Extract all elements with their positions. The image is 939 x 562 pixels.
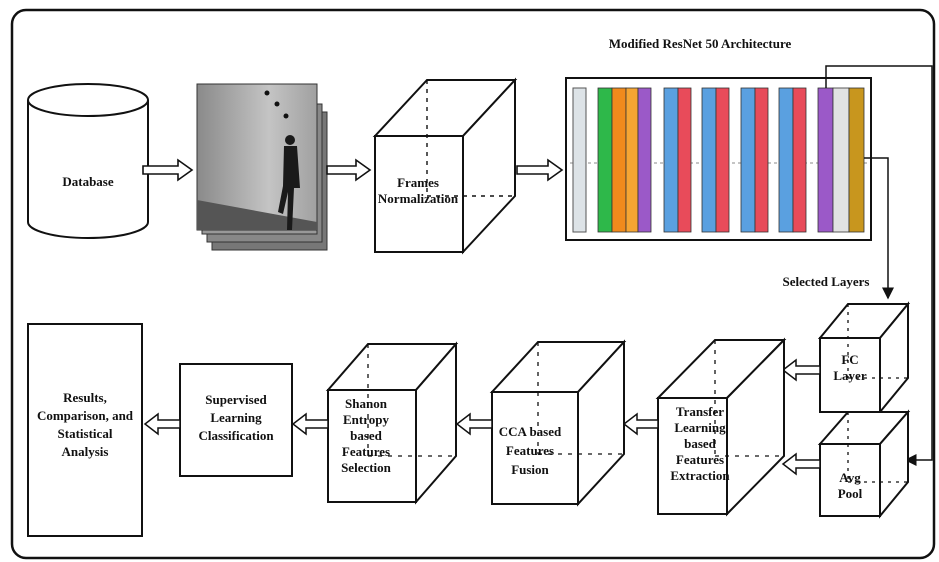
arrow-normalization-to-resnet xyxy=(516,158,564,182)
results-label-2: Comparison, and xyxy=(37,408,134,423)
arrow-cca-to-shanon xyxy=(455,412,493,436)
results-label-4: Analysis xyxy=(62,444,109,459)
resnet-layer-blue-3 xyxy=(740,87,756,233)
resnet-layer-gold xyxy=(848,87,865,233)
frames-normalization-cube xyxy=(372,77,518,255)
shanon-label-2: Entropy xyxy=(343,412,389,427)
database-label: Database xyxy=(62,174,114,189)
results-label-1: Results, xyxy=(63,390,107,405)
fc-layer-label-2: Layer xyxy=(833,368,866,383)
resnet-layer-purple-2 xyxy=(817,87,834,233)
resnet-layer-blue-1 xyxy=(663,87,679,233)
arrow-fc-to-transfer xyxy=(781,358,821,382)
transfer-label-2: Learning xyxy=(674,420,726,435)
selected-layers-label: Selected Layers xyxy=(782,274,869,289)
resnet-layer-purple xyxy=(637,87,652,233)
resnet-layer-red-3 xyxy=(754,87,769,233)
shanon-label-5: Selection xyxy=(341,460,392,475)
resnet-layer-red-1 xyxy=(677,87,692,233)
arrow-db-to-frames xyxy=(142,158,194,182)
avg-pool-label-1: Avg xyxy=(839,470,861,485)
results-box xyxy=(27,323,143,537)
arrow-shanon-to-supervised xyxy=(291,412,329,436)
shanon-label-4: Features xyxy=(342,444,390,459)
transfer-label-4: Features xyxy=(676,452,724,467)
shanon-entropy-cube xyxy=(325,341,459,505)
supervised-label-3: Classification xyxy=(198,428,274,443)
resnet-input-layer xyxy=(572,87,587,233)
arrow-frames-to-normalization xyxy=(326,158,372,182)
walking-person-icon xyxy=(278,135,300,230)
resnet-layer-orange-2 xyxy=(625,87,639,233)
cca-label-3: Fusion xyxy=(511,462,549,477)
resnet-layer-orange xyxy=(611,87,627,233)
cca-fusion-cube xyxy=(489,339,627,507)
resnet-layer-gray xyxy=(832,87,850,233)
transfer-label-1: Transfer xyxy=(676,404,724,419)
frames-normalization-label-2: Normalization xyxy=(378,191,459,206)
transfer-label-5: Extraction xyxy=(670,468,730,483)
fc-layer-cube xyxy=(817,301,911,415)
resnet-layer-red-2 xyxy=(715,87,730,233)
supervised-label-1: Supervised xyxy=(205,392,267,407)
shanon-label-1: Shanon xyxy=(345,396,388,411)
resnet-layers xyxy=(572,87,865,233)
shanon-label-3: based xyxy=(350,428,383,443)
selected-layers-connector xyxy=(825,65,933,466)
avg-pool-label-2: Pool xyxy=(838,486,863,501)
cca-label-1: CCA based xyxy=(499,424,562,439)
fc-layer-label-1: FC xyxy=(841,352,858,367)
transfer-label-3: based xyxy=(684,436,717,451)
arrow-transfer-to-cca xyxy=(622,412,659,436)
cca-label-2: Features xyxy=(506,443,554,458)
database-icon xyxy=(27,83,149,239)
results-label-3: Statistical xyxy=(58,426,113,441)
arrow-supervised-to-results xyxy=(143,412,181,436)
frames-normalization-label-1: Frames xyxy=(397,175,439,190)
arrow-pool-to-transfer xyxy=(781,452,821,476)
avg-pool-cube xyxy=(817,409,911,519)
video-frames-stack xyxy=(196,83,328,251)
transfer-learning-cube xyxy=(655,337,787,517)
resnet-layer-red-4 xyxy=(792,87,807,233)
resnet-layer-blue-2 xyxy=(701,87,717,233)
resnet-layer-green xyxy=(597,87,613,233)
resnet-layer-blue-4 xyxy=(778,87,794,233)
architecture-title: Modified ResNet 50 Architecture xyxy=(609,36,792,51)
supervised-label-2: Learning xyxy=(210,410,262,425)
